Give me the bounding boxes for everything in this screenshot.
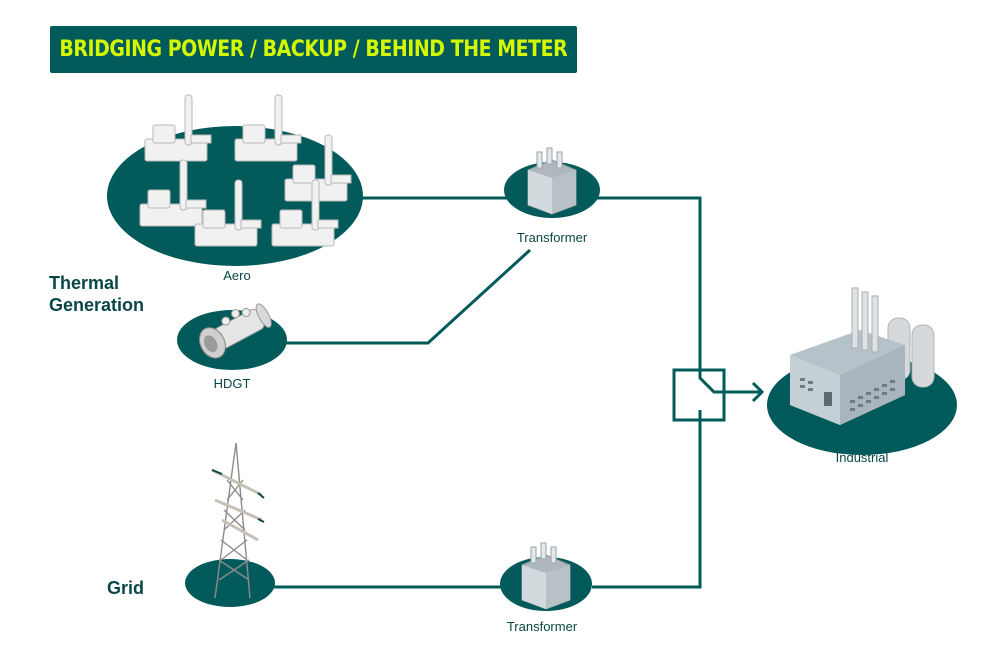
- thermal-generation-label: Thermal Generation: [49, 272, 144, 316]
- connector-transformer-switch: [595, 196, 702, 370]
- hdgt-node[interactable]: [177, 297, 287, 370]
- transformer-icon: [527, 147, 577, 215]
- aero-node[interactable]: [107, 94, 363, 266]
- aero-turbines-icon: [139, 94, 352, 247]
- grid-label: Grid: [107, 578, 145, 598]
- transformer-bottom-label: Transformer: [506, 619, 578, 634]
- transformer-top-label: Transformer: [516, 230, 588, 245]
- thermal-label-line1: Thermal: [49, 273, 120, 293]
- connectors: [270, 196, 702, 589]
- thermal-label-line2: Generation: [49, 295, 145, 315]
- industrial-label: Industrial: [835, 450, 889, 465]
- transfer-switch-icon[interactable]: [672, 368, 765, 422]
- factory-icon: [790, 287, 935, 425]
- arrow-right-icon: [751, 381, 765, 403]
- connector-transformer-switch-bottom: [592, 412, 702, 589]
- grid-base: [185, 559, 275, 607]
- transformer-icon: [521, 542, 571, 610]
- transmission-tower-icon: [211, 442, 265, 599]
- gas-turbine-icon: [198, 303, 272, 359]
- diagram-title: BRIDGING POWER / BACKUP / BEHIND THE MET…: [59, 37, 568, 62]
- hdgt-label: HDGT: [213, 376, 251, 391]
- grid-node[interactable]: [185, 442, 275, 607]
- transformer-top-node[interactable]: [504, 147, 600, 218]
- transformer-bottom-node[interactable]: [500, 542, 592, 611]
- industrial-node[interactable]: [767, 287, 957, 455]
- title-banner: BRIDGING POWER / BACKUP / BEHIND THE MET…: [50, 26, 577, 73]
- connector-hdgt-transformer: [286, 248, 532, 345]
- aero-label: Aero: [223, 268, 251, 283]
